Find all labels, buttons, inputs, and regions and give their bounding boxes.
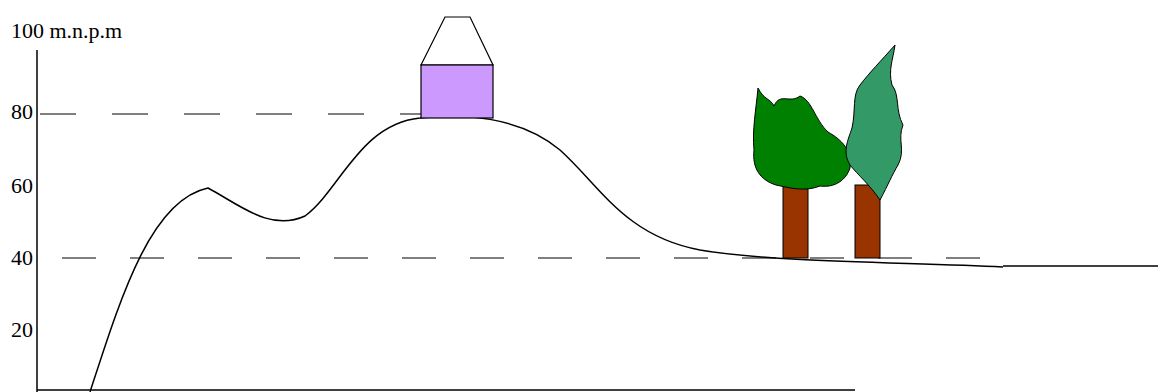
axis-label: 80 [10, 99, 34, 125]
tree-trunk [783, 185, 808, 258]
tree-crown [753, 88, 850, 189]
base-line [37, 389, 855, 391]
ground-line [1003, 265, 1158, 267]
height-axis [36, 50, 38, 392]
house-wall [421, 65, 493, 118]
axis-label: 60 [10, 173, 34, 199]
house-roof [421, 17, 493, 65]
axis-label: 40 [10, 245, 34, 271]
axis-label: 20 [10, 317, 34, 343]
tree-trunk [855, 185, 880, 258]
tree-crown [846, 45, 903, 200]
axis-title: 100 m.n.p.m [10, 18, 123, 44]
contour-80 [40, 113, 421, 114]
